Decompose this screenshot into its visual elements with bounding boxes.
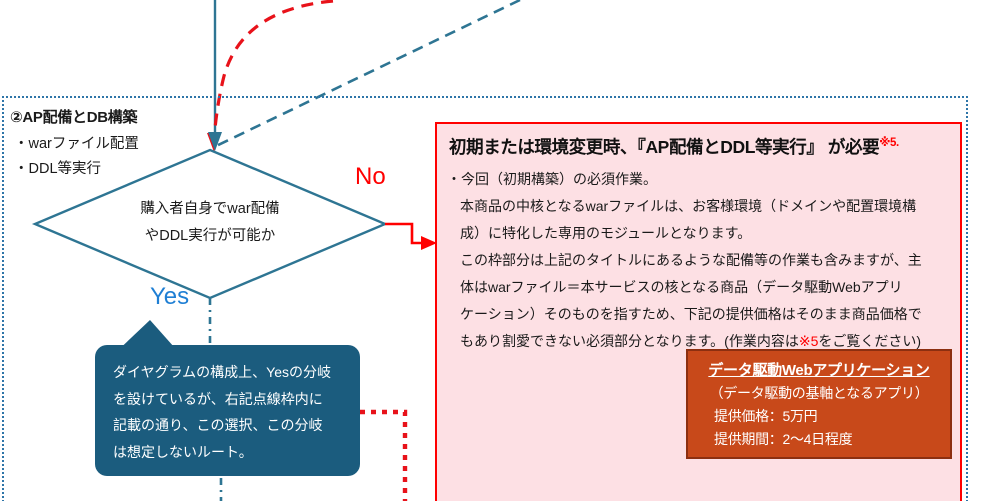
price-box-price: 提供価格：5万円 — [714, 408, 818, 424]
section-title: ②AP配備とDB構築 — [10, 109, 138, 126]
requirement-paragraph-line: 本商品の中核となるwarファイルは、お客様環境（ドメインや配置環境構 — [460, 198, 917, 214]
decision-label: 購入者自身でwar配備 やDDL実行が可能か — [104, 196, 316, 250]
decision-label-line1: 購入者自身でwar配備 — [140, 201, 280, 217]
no-branch-label: No — [355, 163, 386, 190]
yes-branch-label: Yes — [150, 283, 190, 310]
section-item-list: ・warファイル配置 ・DDL等実行 — [14, 132, 139, 182]
requirement-paragraph-line: 成）に特化した専用のモジュールとなります。 — [460, 225, 752, 241]
price-box: データ駆動Webアプリケーション （データ駆動の基軸となるアプリ） 提供価格：5… — [686, 349, 952, 459]
section-item: ・DDL等実行 — [14, 161, 102, 177]
requirement-paragraph-line-final: もあり割愛できない必須部分となります。(作業内容は※5をご覧ください) — [447, 328, 952, 355]
requirement-paragraph-final-b: をご覧ください) — [818, 333, 922, 349]
decision-label-line2: やDDL実行が可能か — [144, 228, 276, 244]
price-box-period: 提供期間：2～4日程度 — [714, 431, 853, 447]
section-item: ・warファイル配置 — [14, 136, 139, 152]
requirement-paragraph-final-note: ※5 — [798, 333, 819, 349]
requirement-panel-body: ・今回（初期構築）の必須作業。 本商品の中核となるwarファイルは、お客様環境（… — [447, 166, 952, 355]
requirement-panel-title-text: 初期または環境変更時、『AP配備とDDL等実行』 が必要 — [449, 137, 880, 157]
annotation-callout: ダイヤグラムの構成上、Yesの分岐 を設けているが、右記点線枠内に 記載の通り、… — [95, 345, 360, 476]
annotation-callout-text: ダイヤグラムの構成上、Yesの分岐 を設けているが、右記点線枠内に 記載の通り、… — [113, 364, 331, 460]
requirement-paragraph-line: この枠部分は上記のタイトルにあるような配備等の作業も含みますが、主 — [460, 252, 922, 268]
price-box-title: データ駆動Webアプリケーション — [708, 362, 930, 379]
requirement-paragraph-line: ケーション）そのものを指すため、下記の提供価格はそのまま商品価格で — [460, 306, 922, 322]
requirement-bullet: ・今回（初期構築）の必須作業。 — [447, 171, 657, 187]
requirement-paragraph-line: 体はwarファイル＝本サービスの核となる商品（データ駆動Webアプリ — [460, 279, 903, 295]
requirement-paragraph-final-a: もあり割愛できない必須部分となります。(作業内容は — [460, 333, 799, 349]
section-dotted-frame — [2, 96, 968, 501]
requirement-panel-title-note: ※5. — [879, 137, 899, 150]
requirement-panel-title: 初期または環境変更時、『AP配備とDDL等実行』 が必要※5. — [449, 134, 899, 159]
price-box-subtitle: （データ駆動の基軸となるアプリ） — [709, 385, 929, 401]
